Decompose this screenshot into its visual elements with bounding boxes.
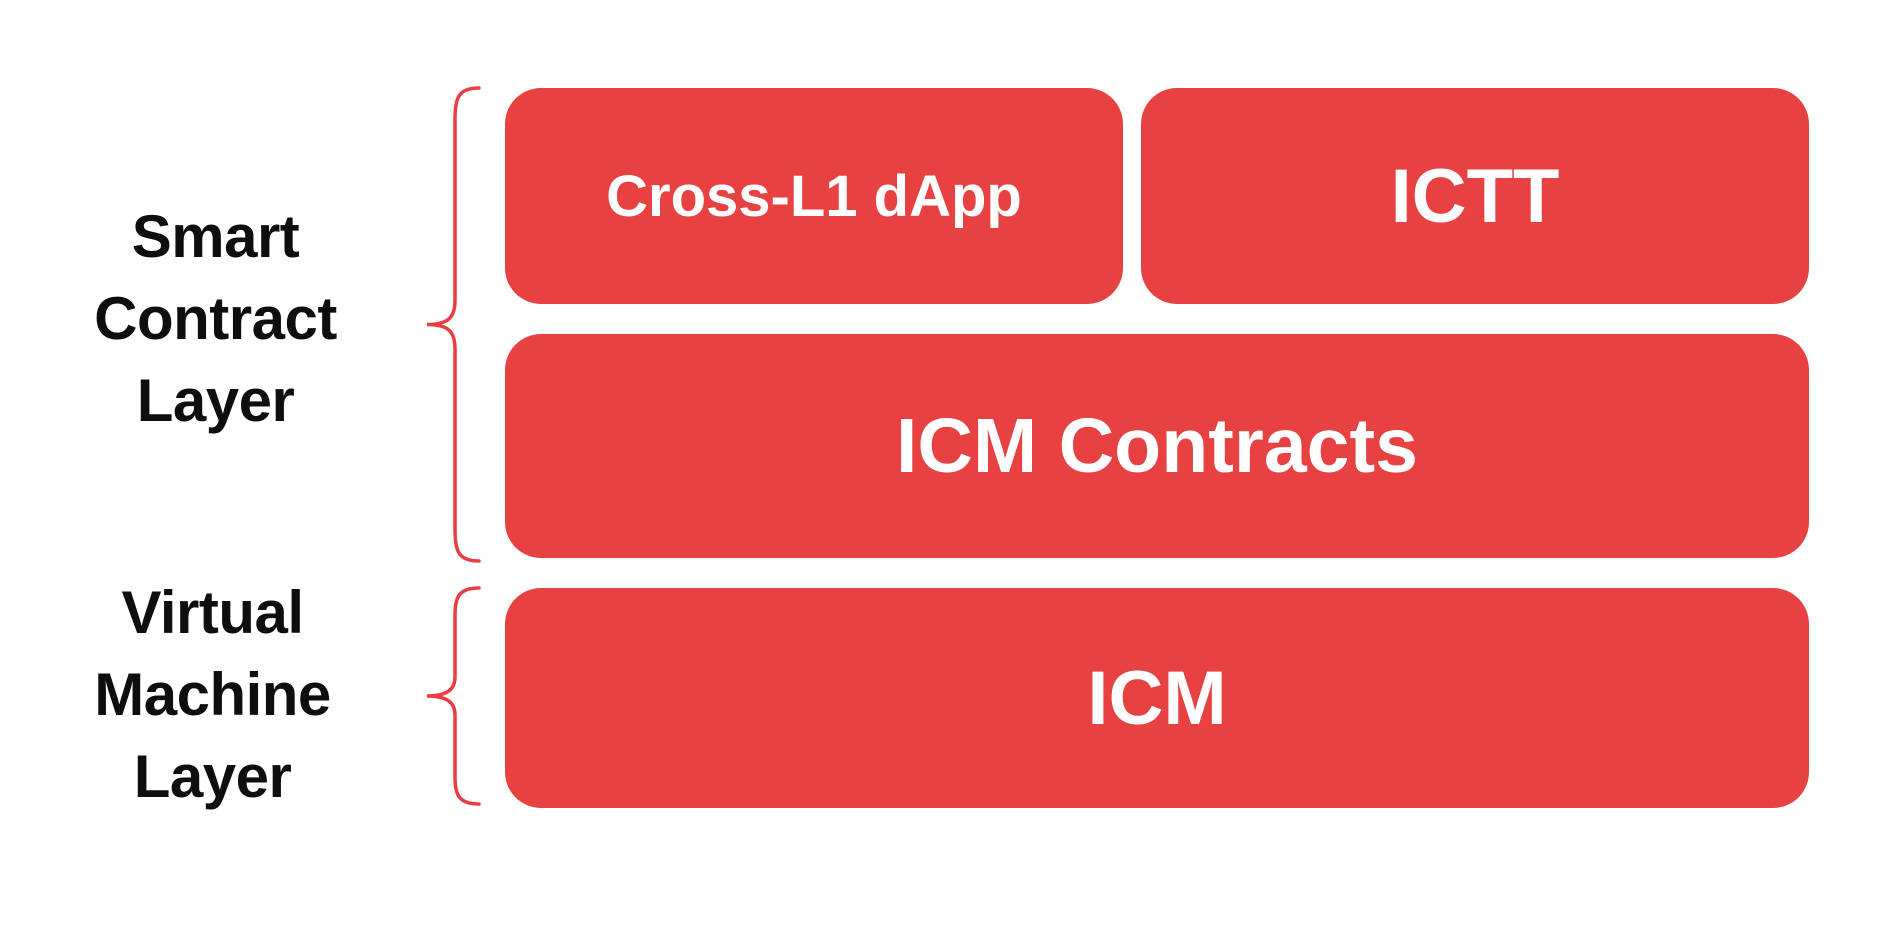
curly-brace-smart-contract-icon	[426, 86, 481, 563]
smart-contract-layer-label: Smart Contract Layer	[94, 203, 337, 434]
cross-l1-dapp-box: Cross-L1 dApp	[505, 88, 1123, 304]
curly-brace-path	[426, 86, 481, 563]
icm-contracts-box: ICM Contracts	[505, 334, 1809, 558]
curly-brace-virtual-machine-icon	[426, 586, 481, 806]
curly-brace-path	[426, 586, 481, 806]
icm-box: ICM	[505, 588, 1809, 808]
ictt-box: ICTT	[1141, 88, 1809, 304]
virtual-machine-layer-label: Virtual Machine Layer	[94, 579, 331, 810]
